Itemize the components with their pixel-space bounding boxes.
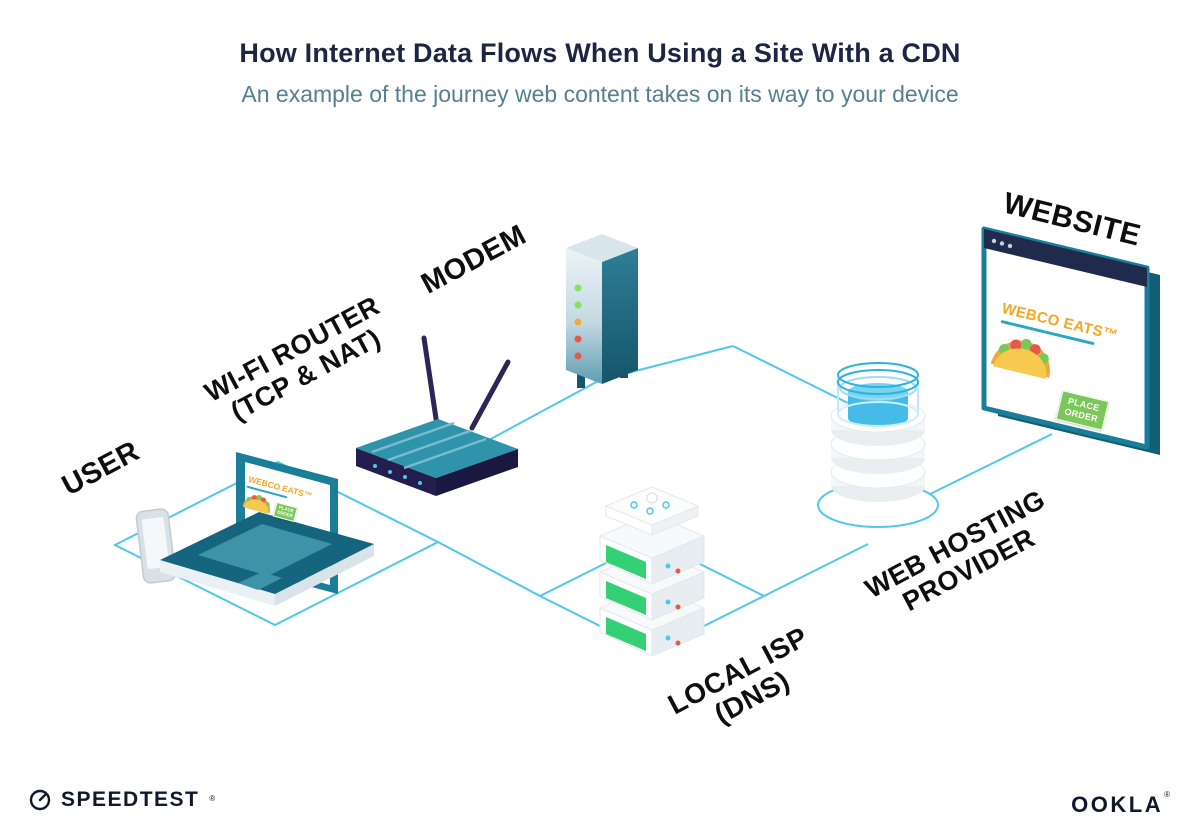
- speedtest-logo: SPEEDTEST ®: [28, 788, 215, 812]
- browser-window-dots: [991, 238, 1013, 249]
- phone-screen: [141, 517, 170, 569]
- hosting-glass-top: [837, 362, 919, 427]
- modem-top: [566, 234, 638, 262]
- gauge-icon: [29, 789, 51, 811]
- modem-side-face: [602, 248, 638, 384]
- wifi-router-icon: [356, 335, 518, 496]
- modem-leds: [574, 284, 582, 360]
- laptop-screen-content: WEBCO EATS™ PLACE ORDER: [241, 474, 323, 527]
- laptop-icon: [160, 452, 374, 606]
- header: How Internet Data Flows When Using a Sit…: [0, 38, 1200, 108]
- website-place-order-button: PLACE ORDER: [1055, 389, 1110, 431]
- router-lights: [373, 464, 422, 485]
- website-screen-content: WEBCO EATS™ PLACE ORDER: [978, 300, 1126, 436]
- laptop-trackpad: [238, 572, 282, 590]
- hosting-database-icon: [817, 362, 939, 528]
- page-subtitle: An example of the journey web content ta…: [241, 81, 959, 107]
- server-slab: [598, 513, 706, 585]
- laptop-keyboard: [198, 524, 332, 576]
- page-title: How Internet Data Flows When Using a Sit…: [239, 38, 961, 68]
- router-front-face: [356, 448, 436, 496]
- speedtest-trademark: ®: [209, 793, 216, 803]
- ookla-trademark: ®: [1164, 790, 1170, 799]
- router-grooves: [371, 421, 487, 470]
- laptop-right-edge: [275, 544, 374, 606]
- hosting-to-website-line: [921, 433, 1053, 499]
- taco-icon: [242, 494, 270, 514]
- router-antenna-left: [421, 335, 441, 435]
- ookla-logo: OOKLA ®: [1071, 790, 1170, 818]
- isp-server-icon: [598, 486, 706, 657]
- router-antenna-right: [469, 359, 511, 431]
- east-to-hosting-line: [732, 345, 867, 413]
- user-to-isp-line: [437, 541, 541, 597]
- laptop-front-edge: [160, 560, 275, 606]
- ookla-wordmark: OOKLA: [1071, 792, 1164, 817]
- server-cap: [604, 486, 700, 536]
- modem-icon: [566, 234, 638, 388]
- router-side-face: [436, 449, 518, 496]
- modem-foot-left: [577, 374, 585, 388]
- modem-front-face: [566, 248, 602, 384]
- speedtest-wordmark: SPEEDTEST: [61, 788, 200, 811]
- browser-title-bar: [984, 229, 1147, 287]
- isp-to-hosting-line: [763, 543, 869, 597]
- taco-icon: [990, 338, 1050, 379]
- user-device-icon: [135, 452, 374, 606]
- router-top: [356, 419, 518, 478]
